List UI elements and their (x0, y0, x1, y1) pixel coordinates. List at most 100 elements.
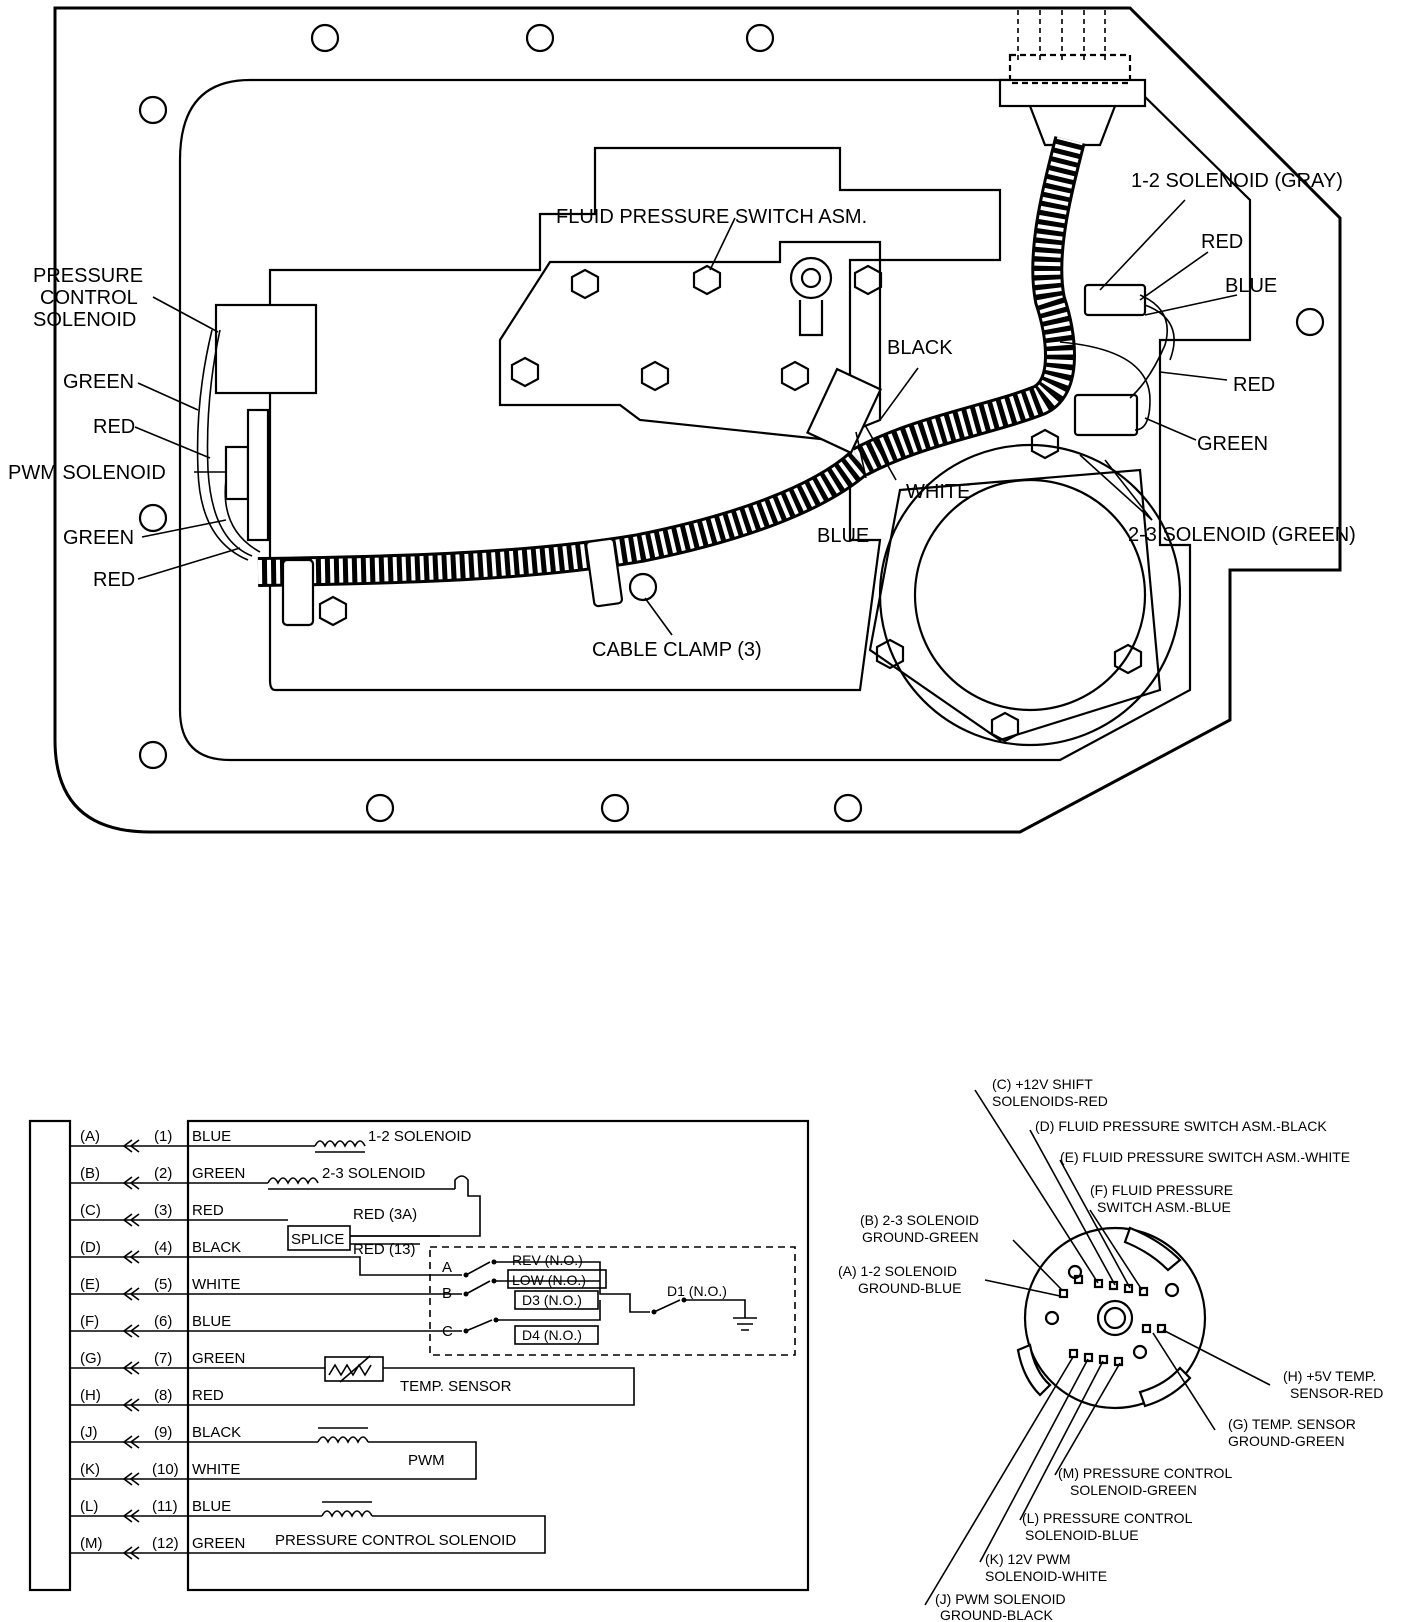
harness-connector-top (998, 10, 1147, 147)
splice-label: SPLICE (291, 1231, 344, 1248)
wiring-harness-conduit (257, 136, 1086, 587)
conn-m-label-1: (M) PRESSURE CONTROL (1058, 1465, 1232, 1481)
wire-color-5: WHITE (192, 1276, 240, 1293)
connector-key-left (1016, 1343, 1052, 1397)
ground-icon (733, 1317, 757, 1331)
valve-body-bolts (318, 264, 1143, 743)
conn-j-label-1: (J) PWM SOLENOID (935, 1591, 1066, 1607)
pwm-coil (317, 1436, 369, 1444)
conn-a-label-1: (A) 1-2 SOLENOID (838, 1263, 957, 1279)
pin-k: (K) (80, 1461, 100, 1478)
connector-leader-lines (924, 1089, 1271, 1606)
conn-h-label-2: SENSOR-RED (1290, 1385, 1383, 1401)
pan-gasket-outer (53, 6, 1342, 834)
conn-k-label-1: (K) 12V PWM (985, 1551, 1071, 1567)
conn-h-label-1: (H) +5V TEMP. (1283, 1368, 1376, 1384)
wire-num-2: (2) (154, 1165, 172, 1182)
pwm-solenoid-label: PWM SOLENOID (8, 462, 166, 484)
valve-body-plate (268, 146, 1002, 692)
wire-color-8: RED (192, 1387, 224, 1404)
black-center-label: BLACK (887, 337, 953, 359)
pin-j: (J) (80, 1424, 98, 1441)
pressure-switch-connector (805, 367, 883, 455)
blue-right-label: BLUE (1225, 275, 1277, 297)
solenoid-12-coil (314, 1140, 366, 1148)
red-right-mid-label: RED (1233, 374, 1275, 396)
solenoid-23-connector (1073, 393, 1139, 437)
conn-k-label-2: SOLENOID-WHITE (985, 1568, 1107, 1584)
pressure-switch-box (429, 1246, 796, 1356)
servo-cover-inner (913, 478, 1147, 712)
wire-color-11: BLUE (192, 1498, 231, 1515)
white-center-label: WHITE (906, 481, 970, 503)
wire-num-7: (7) (154, 1350, 172, 1367)
green-right-label: GREEN (1197, 433, 1268, 455)
pin-c: (C) (80, 1202, 101, 1219)
conn-e-label: (E) FLUID PRESSURE SWITCH ASM.-WHITE (1060, 1149, 1350, 1165)
blue-center-label: BLUE (817, 525, 869, 547)
wire-num-6: (6) (154, 1313, 172, 1330)
conn-a-label-2: GROUND-BLUE (858, 1280, 961, 1296)
conn-g-label-2: GROUND-GREEN (1228, 1433, 1345, 1449)
wire-color-6: BLUE (192, 1313, 231, 1330)
wire-color-3: RED (192, 1202, 224, 1219)
temp-sensor-label: TEMP. SENSOR (400, 1378, 512, 1395)
wire-color-1: BLUE (192, 1128, 231, 1145)
splice-box (287, 1225, 351, 1251)
conn-c-label-2: SOLENOIDS-RED (992, 1093, 1108, 1109)
switch-b-label: B (442, 1285, 452, 1302)
d3-label: D3 (N.O.) (522, 1292, 582, 1308)
switch-contacts (463, 1259, 757, 1334)
pin-e: (E) (80, 1276, 100, 1293)
conn-b-label-2: GROUND-GREEN (862, 1229, 979, 1245)
conn-d-label: (D) FLUID PRESSURE SWITCH ASM.-BLACK (1035, 1118, 1327, 1134)
red-13-label: RED (13) (353, 1241, 416, 1258)
wire-num-11: (11) (152, 1498, 178, 1515)
conn-m-label-2: SOLENOID-GREEN (1070, 1482, 1197, 1498)
pan-inner-outline (178, 78, 1252, 762)
pin-a: (A) (80, 1128, 100, 1145)
sch-solenoid-12-label: 1-2 SOLENOID (368, 1128, 472, 1145)
red-upper-label: RED (93, 416, 135, 438)
conn-f-label-1: (F) FLUID PRESSURE (1090, 1182, 1233, 1198)
rev-label: REV (N.O.) (512, 1252, 583, 1268)
conn-g-label-1: (G) TEMP. SENSOR (1228, 1416, 1356, 1432)
cable-clamp-middle (585, 537, 624, 608)
pressure-control-solenoid-body (214, 303, 318, 395)
pressure-control-solenoid-label-2: CONTROL (40, 287, 138, 309)
wire-color-4: BLACK (192, 1239, 241, 1256)
pwm-label: PWM (408, 1452, 445, 1469)
wire-num-3: (3) (154, 1202, 172, 1219)
cable-clamp-label: CABLE CLAMP (3) (592, 639, 762, 661)
wire-color-9: BLACK (192, 1424, 241, 1441)
solenoid-23-coil (267, 1177, 319, 1185)
low-label: LOW (N.O.) (512, 1272, 586, 1288)
conn-b-label-1: (B) 2-3 SOLENOID (860, 1212, 979, 1228)
wiring-schematic: (A) (1) BLUE (B) (2) GREEN (C) (3) RED (… (28, 1119, 810, 1592)
connector-center (1096, 1299, 1134, 1337)
solenoid-12-connector (1083, 283, 1147, 317)
sch-solenoid-23-label: 2-3 SOLENOID (322, 1165, 426, 1182)
red-right-top-label: RED (1201, 231, 1243, 253)
red-lower-label: RED (93, 569, 135, 591)
connector-terminals (1044, 1264, 1180, 1367)
wire-num-9: (9) (154, 1424, 172, 1441)
green-lower-label: GREEN (63, 527, 134, 549)
wire-num-4: (4) (154, 1239, 172, 1256)
schematic-circuits: 1-2 SOLENOID 2-3 SOLENOID SPLICE RED (3A… (188, 1128, 796, 1554)
wire-color-12: GREEN (192, 1535, 245, 1552)
solenoid-12-label: 1-2 SOLENOID (GRAY) (1131, 170, 1343, 192)
wire-num-8: (8) (154, 1387, 172, 1404)
conn-c-label-1: (C) +12V SHIFT (992, 1076, 1093, 1092)
wire-left-a (196, 329, 249, 561)
valve-body-illustration: FLUID PRESSURE SWITCH ASM. PRESSURE CONT… (8, 6, 1356, 834)
pan-bolt-holes (138, 23, 1325, 823)
pin-f: (F) (80, 1313, 99, 1330)
wire-num-5: (5) (154, 1276, 172, 1293)
temp-sensor-symbol (324, 1356, 384, 1382)
pressure-control-solenoid-label-3: SOLENOID (33, 309, 136, 331)
red-3a-label: RED (3A) (353, 1206, 417, 1223)
conn-j-label-2: GROUND-BLACK (940, 1607, 1053, 1622)
schematic-frame (186, 1119, 810, 1592)
